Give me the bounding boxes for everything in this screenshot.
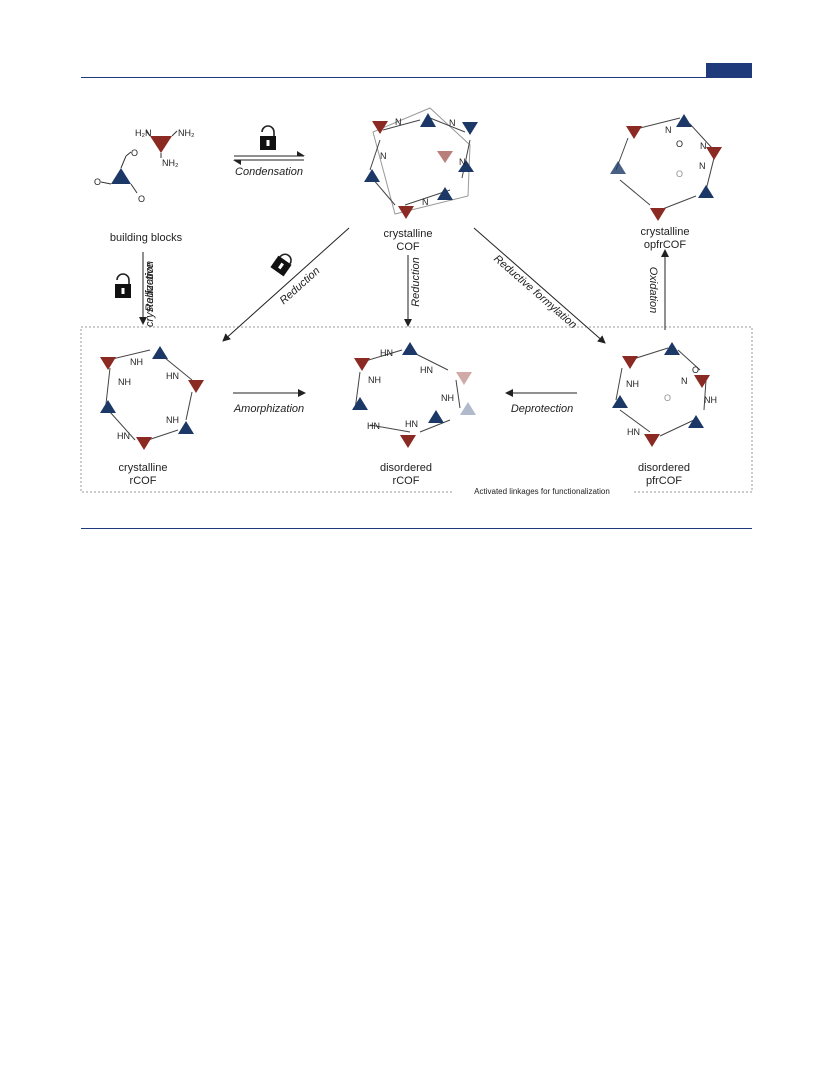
pfrcof-label-line1: disordered [638, 462, 690, 474]
oxidation-label: Oxidation [647, 266, 659, 314]
crystalline-rcof-label-line1: crystalline [118, 462, 168, 474]
cof-label-line2: COF [396, 241, 420, 253]
opfrcof-o-label: O [676, 139, 684, 149]
opfrcof-structure [615, 117, 715, 211]
bb-amine-right-label: NH₂ [178, 128, 195, 138]
pfrcof-nh-label: NH [704, 395, 717, 405]
activated-linkages-frame [80, 326, 753, 493]
arrow-reductive-formylation [473, 227, 606, 344]
pfrcof-nh-label: NH [626, 379, 639, 389]
cof-label: crystalline COF [368, 228, 448, 254]
cof-n-label: N [380, 151, 387, 161]
bb-aldehyde-o-top: O [131, 148, 139, 158]
activated-linkages-caption: Activated linkages for functionalization [452, 487, 632, 497]
crystalline-rcof-label-line2: rCOF [129, 475, 157, 487]
arrow-reduction-diagonal [222, 227, 350, 342]
opfrcof-n-label: N [699, 161, 706, 171]
building-blocks-structures [100, 130, 178, 194]
crystalline-rcof-triangles [100, 346, 204, 450]
disordered-rcof-hn-label: HN [367, 421, 380, 431]
disordered-rcof-hn-label: HN [380, 348, 393, 358]
pfrcof-label-line2: pfrCOF [645, 475, 683, 487]
cof-label-line1: crystalline [383, 228, 433, 240]
pfrcof-label: disordered pfrCOF [624, 462, 704, 488]
opfrcof-triangles [610, 114, 722, 221]
bb-aldehyde-o-left: O [94, 177, 102, 187]
footer-rule [81, 528, 752, 529]
disordered-rcof-nh-label: NH [441, 393, 454, 403]
header-rule [81, 77, 752, 78]
closed-padlock-icon-crystallization [115, 273, 131, 298]
reductive-crystallization-line2: crystallization [144, 260, 156, 328]
cof-n-label: N [395, 117, 402, 127]
open-padlock-icon-reduction [270, 253, 292, 277]
bb-amine-bottom-label: NH₂ [162, 158, 179, 168]
disordered-rcof-triangles [352, 342, 476, 448]
cof-n-label: N [459, 157, 466, 167]
rcof-nh-label: NH [166, 415, 179, 425]
header-accent-tab [706, 63, 752, 77]
disordered-rcof-nh-label: NH [368, 375, 381, 385]
opfrcof-n-label: N [700, 141, 707, 151]
pfrcof-n-label: N [681, 376, 688, 386]
bb-amine-top-label: H₂N [135, 128, 152, 138]
rcof-nh-label: NH [130, 357, 143, 367]
opfrcof-label-line1: crystalline [640, 226, 690, 238]
pfrcof-triangles [612, 342, 710, 447]
pfrcof-o-label: O [664, 393, 672, 403]
rcof-nh-label: NH [118, 377, 131, 387]
closed-padlock-icon-condensation [260, 125, 276, 150]
reduction-vertical-label: Reduction [410, 257, 422, 307]
bb-aldehyde-o-right: O [138, 194, 146, 204]
rcof-hn-label: HN [166, 371, 179, 381]
cof-n-label: N [449, 118, 456, 128]
building-blocks-label: building blocks [109, 232, 183, 244]
disordered-rcof-label-line1: disordered [380, 462, 432, 474]
deprotection-label: Deprotection [510, 403, 574, 415]
pfrcof-structure [615, 347, 707, 437]
disordered-rcof-hn-label: HN [420, 365, 433, 375]
opfrcof-o-label: O [676, 169, 684, 179]
pfrcof-hn-label: HN [627, 427, 640, 437]
disordered-rcof-label: disordered rCOF [366, 462, 446, 488]
cof-triangles [364, 113, 478, 219]
pfrcof-o-label: O [692, 365, 700, 375]
condensation-label: Condensation [235, 166, 303, 178]
opfrcof-label: crystalline opfrCOF [625, 226, 705, 252]
disordered-rcof-hn-label: HN [405, 419, 418, 429]
cof-n-label: N [422, 197, 429, 207]
crystalline-rcof-structure [105, 349, 193, 441]
crystalline-rcof-label: crystalline rCOF [103, 462, 183, 488]
opfrcof-n-label: N [665, 125, 672, 135]
opfrcof-label-line2: opfrCOF [643, 239, 687, 251]
amorphization-label: Amorphization [233, 403, 305, 415]
disordered-rcof-label-line2: rCOF [392, 475, 420, 487]
rcof-hn-label: HN [117, 431, 130, 441]
